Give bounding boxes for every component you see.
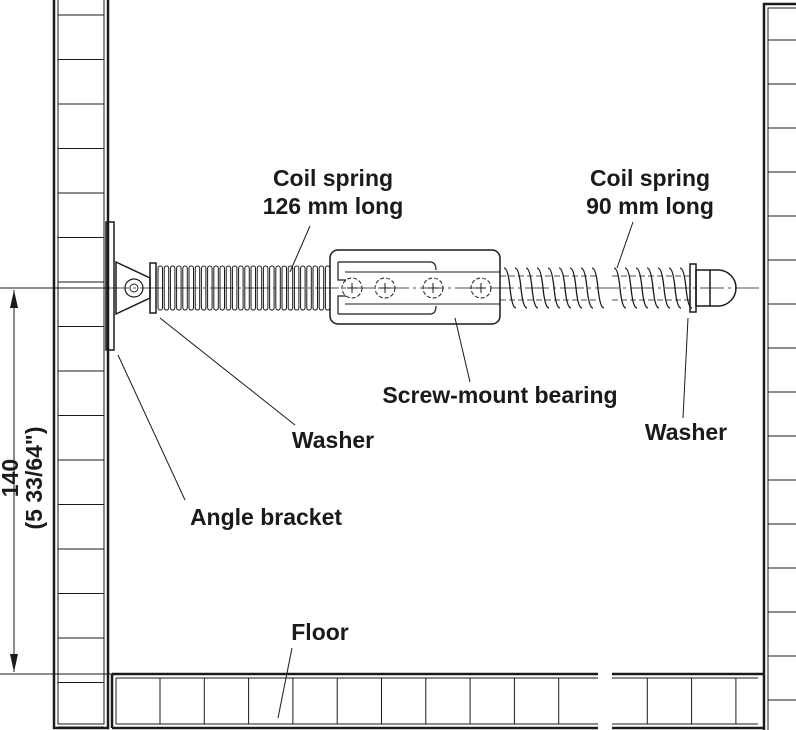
leader-lines <box>117 221 689 719</box>
washer-left-label: Washer <box>292 427 374 453</box>
bearing-label: Screw-mount bearing <box>382 382 617 408</box>
dimension-line <box>0 287 112 675</box>
coil-spring-right-length: 90 mm long <box>586 193 714 219</box>
floor-panel <box>110 672 764 730</box>
cap-nut <box>695 269 737 307</box>
dimension-imperial: (5 33/64") <box>21 427 47 530</box>
floor-label: Floor <box>291 619 349 645</box>
angle-bracket <box>105 221 151 351</box>
left-wall <box>52 0 110 730</box>
dimension-value: 140 <box>0 459 23 497</box>
angle-bracket-label: Angle bracket <box>190 504 342 530</box>
right-wall <box>762 2 796 730</box>
screw-mount-bearing <box>329 249 501 325</box>
coil-spring-right-label: Coil spring <box>590 165 710 191</box>
coil-spring-left-length: 126 mm long <box>263 193 404 219</box>
coil-spring-right <box>500 267 693 309</box>
coil-spring-left-label: Coil spring <box>273 165 393 191</box>
washer-left-shape <box>149 262 157 314</box>
washer-right-label: Washer <box>645 419 727 445</box>
